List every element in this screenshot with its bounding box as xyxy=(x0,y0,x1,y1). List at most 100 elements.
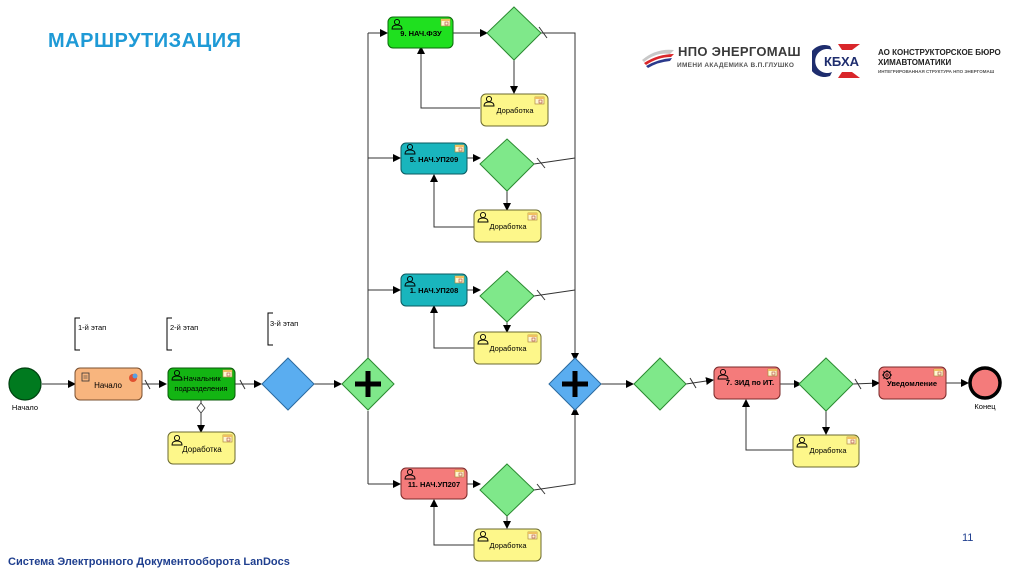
page-number: 11 xyxy=(962,532,974,544)
connectors xyxy=(42,26,969,546)
kbha-abbr: КБХА xyxy=(824,54,860,69)
parallel-split-gateway[interactable] xyxy=(341,357,395,411)
subprocess-icon xyxy=(527,334,538,343)
kbha-line2: ХИМАВТОМАТИКИ xyxy=(878,58,952,67)
flow-up208-rework-back xyxy=(430,305,474,349)
logo-kbha: КБХА АО КОНСТРУКТОРСКОЕ БЮРО ХИМАВТОМАТИ… xyxy=(812,40,1012,80)
stage-label-3: 3-й этап xyxy=(270,319,298,328)
subprocess-icon xyxy=(527,531,538,540)
subprocess-icon xyxy=(440,18,451,27)
subprocess-icon xyxy=(767,368,778,377)
script-icon xyxy=(81,372,90,382)
task-zid-rework[interactable]: Доработка xyxy=(792,434,860,468)
task-rework-label: Доработка xyxy=(182,445,222,454)
task-rework-label: Доработка xyxy=(809,446,847,455)
flow-gateway-to-notify xyxy=(852,379,880,388)
flow-up207-to-join xyxy=(533,407,579,491)
flow-up207-rework-back xyxy=(430,499,474,546)
service-icon xyxy=(129,373,138,382)
task-up209-label: 5. НАЧ.УП209 xyxy=(410,155,459,164)
end-event[interactable]: Конец xyxy=(968,366,1002,411)
subprocess-icon xyxy=(534,96,545,105)
energomash-name: НПО ЭНЕРГОМАШ xyxy=(678,44,801,59)
default-flow-mark xyxy=(689,377,697,389)
flow-fzu-to-join xyxy=(541,32,576,360)
task-department-head-rework[interactable]: Доработка xyxy=(167,431,236,465)
flow-zid-rework-back xyxy=(742,399,793,451)
energomash-subtitle: ИМЕНИ АКАДЕМИКА В.П.ГЛУШКО xyxy=(677,62,795,69)
subprocess-icon xyxy=(454,144,465,153)
subprocess-icon xyxy=(454,275,465,284)
stage-label-1: 1-й этап xyxy=(78,323,106,332)
task-department-head[interactable]: Начальник подразделения xyxy=(167,367,236,414)
task-fzu-label: 9. НАЧ.ФЗУ xyxy=(400,29,442,38)
gateway-after-join[interactable] xyxy=(633,357,687,411)
flow-up209-rework-back xyxy=(430,174,474,228)
page-title: МАРШРУТИЗАЦИЯ xyxy=(48,30,242,52)
flow-fzu-rework-back xyxy=(417,46,480,109)
default-flow-mark xyxy=(854,378,862,390)
task-up209-rework[interactable]: Доработка xyxy=(473,209,542,243)
parallel-join-gateway[interactable] xyxy=(548,357,602,411)
task-up207[interactable]: 11. НАЧ.УП207 xyxy=(400,467,468,500)
task-rework-label: Доработка xyxy=(496,106,534,115)
task-rework-label: Доработка xyxy=(489,344,527,353)
task-zid[interactable]: 7. ЗИД по ИТ. xyxy=(713,366,781,400)
start-event[interactable]: Начало xyxy=(8,367,42,412)
flow-gateway-to-zid xyxy=(685,377,714,385)
conditional-flow-icon xyxy=(196,402,206,414)
gateway-up209[interactable] xyxy=(479,138,535,192)
logo-npo-energomash: НПО ЭНЕРГОМАШ ИМЕНИ АКАДЕМИКА В.П.ГЛУШКО xyxy=(640,44,810,76)
task-up207-rework[interactable]: Доработка xyxy=(473,528,542,562)
task-up209[interactable]: 5. НАЧ.УП209 xyxy=(400,142,468,175)
start-event-label: Начало xyxy=(12,403,38,412)
footer-system-name: Система Электронного Документооборота La… xyxy=(8,556,290,568)
gateway-up208[interactable] xyxy=(479,270,535,323)
default-flow-mark xyxy=(536,289,546,301)
task-start[interactable]: Начало xyxy=(74,367,143,401)
task-department-head-label-1: Начальник xyxy=(183,374,221,383)
kbha-emblem-icon xyxy=(812,44,860,78)
default-flow-mark xyxy=(144,379,151,390)
subprocess-icon xyxy=(527,212,538,221)
task-fzu-rework[interactable]: Доработка xyxy=(480,93,549,127)
plus-icon xyxy=(355,371,381,397)
gateway-fzu[interactable] xyxy=(486,6,542,61)
task-up208-label: 1. НАЧ.УП208 xyxy=(410,286,459,295)
task-notify[interactable]: Уведомление xyxy=(878,366,947,400)
stage-marker-1: 1-й этап xyxy=(74,317,106,351)
task-department-head-label-2: подразделения xyxy=(174,384,227,393)
end-event-label: Конец xyxy=(974,402,996,411)
plus-icon xyxy=(562,371,588,397)
exclusive-gateway[interactable] xyxy=(261,357,315,411)
kbha-line3: ИНТЕГРИРОВАННАЯ СТРУКТУРА НПО ЭНЕРГОМАШ xyxy=(878,69,995,74)
default-flow-mark xyxy=(536,483,546,495)
energomash-emblem-icon xyxy=(642,49,674,68)
task-fzu[interactable]: 9. НАЧ.ФЗУ xyxy=(387,16,454,49)
gear-icon xyxy=(882,370,892,380)
subprocess-icon xyxy=(222,369,233,378)
task-zid-label: 7. ЗИД по ИТ. xyxy=(726,378,774,387)
default-flow-mark xyxy=(239,379,246,390)
kbha-line1: АО КОНСТРУКТОРСКОЕ БЮРО xyxy=(878,48,1001,57)
stage-label-2: 2-й этап xyxy=(170,323,198,332)
subprocess-icon xyxy=(846,436,857,445)
gateway-up207[interactable] xyxy=(479,463,535,517)
task-start-label: Начало xyxy=(94,381,122,390)
task-up208[interactable]: 1. НАЧ.УП208 xyxy=(400,273,468,307)
task-up207-label: 11. НАЧ.УП207 xyxy=(408,480,460,489)
gateway-zid[interactable] xyxy=(798,357,854,412)
stage-marker-2: 2-й этап xyxy=(166,317,198,351)
default-flow-mark xyxy=(536,157,546,169)
task-notify-label: Уведомление xyxy=(887,379,937,388)
subprocess-icon xyxy=(933,368,944,377)
subprocess-icon xyxy=(454,469,465,478)
subprocess-icon xyxy=(222,434,233,443)
flow-up209-to-join xyxy=(533,157,576,165)
stage-marker-3: 3-й этап xyxy=(267,312,298,346)
task-rework-label: Доработка xyxy=(489,541,527,550)
task-up208-rework[interactable]: Доработка xyxy=(473,331,542,365)
flow-up208-to-join xyxy=(533,289,576,297)
task-rework-label: Доработка xyxy=(489,222,527,231)
